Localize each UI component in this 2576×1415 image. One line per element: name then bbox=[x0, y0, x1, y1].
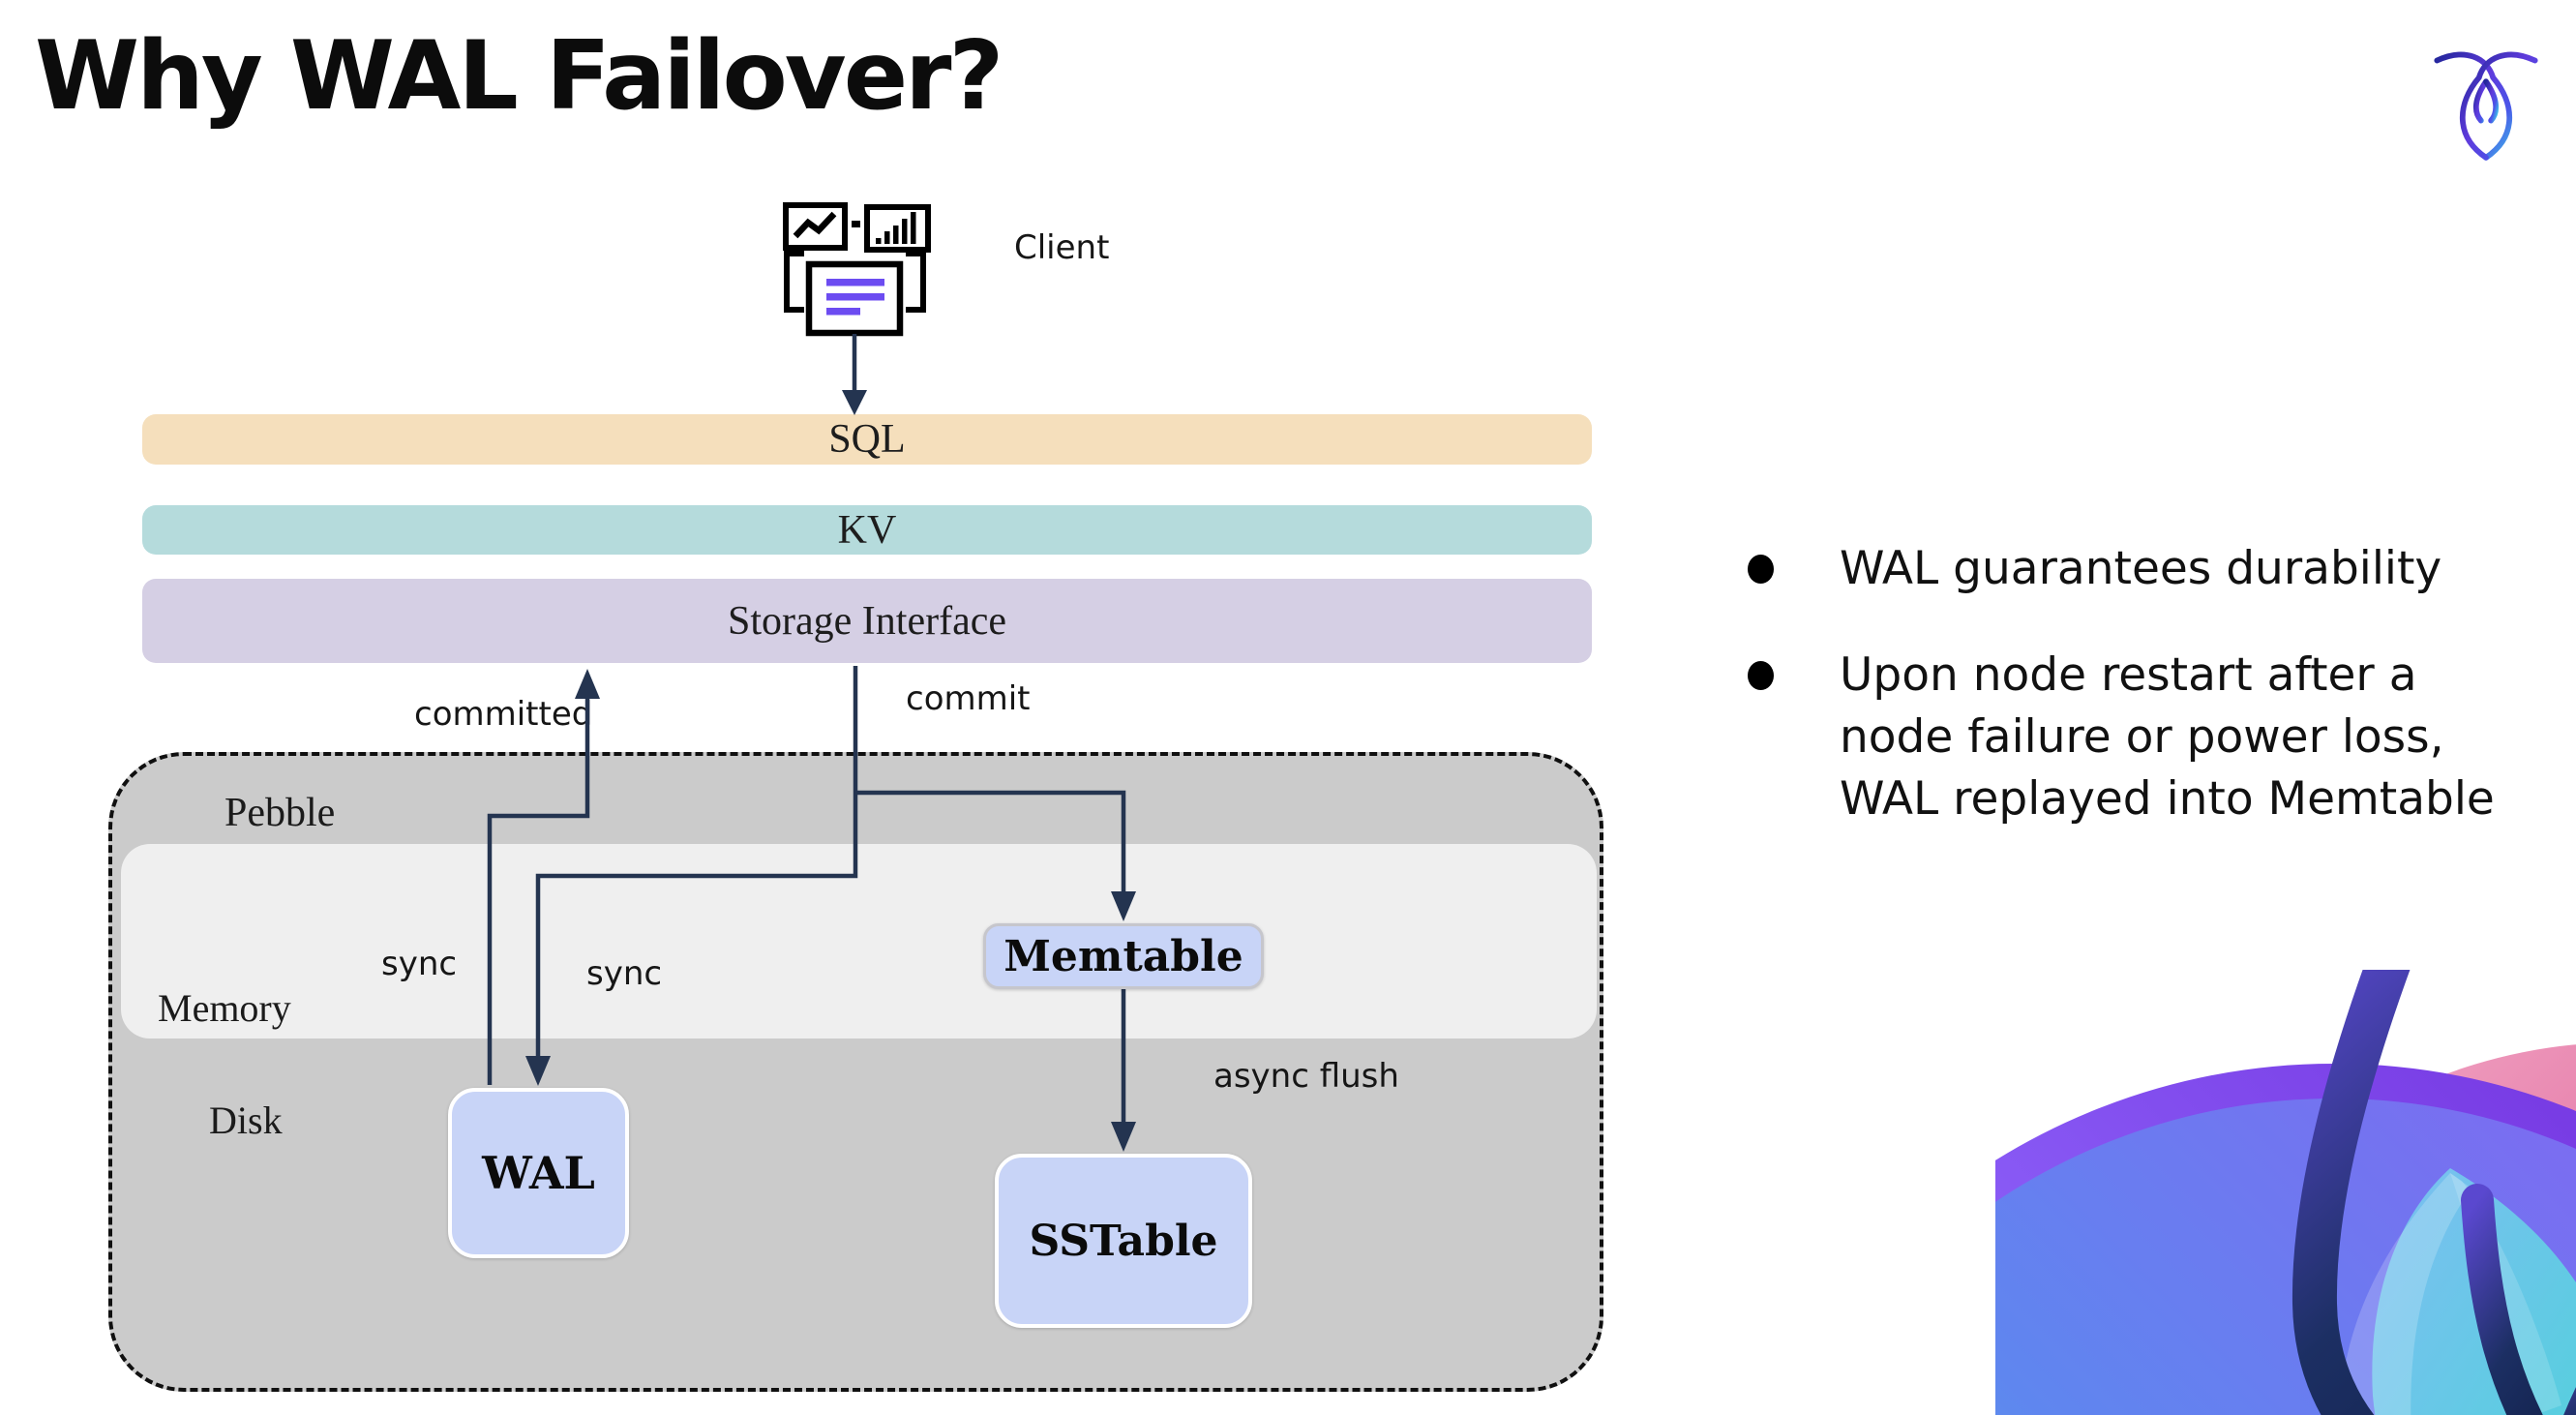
arrowhead bbox=[1111, 1122, 1136, 1152]
arrow-storage-to-memtable-commit bbox=[855, 790, 1126, 893]
layer-bar-sql-label: SQL bbox=[828, 417, 906, 462]
layer-bar-kv-label: KV bbox=[837, 507, 897, 553]
bullet-text: WAL guarantees durability bbox=[1840, 542, 2442, 595]
client-label: Client bbox=[1014, 228, 1110, 267]
bullet-list: WAL guarantees durability Upon node rest… bbox=[1748, 538, 2541, 875]
client-icon bbox=[783, 202, 931, 337]
node-memtable-label: Memtable bbox=[1003, 931, 1243, 981]
arrowhead bbox=[1111, 891, 1136, 921]
node-memtable: Memtable bbox=[983, 923, 1264, 989]
disk-label: Disk bbox=[209, 1099, 283, 1142]
node-sstable-label: SSTable bbox=[1029, 1216, 1218, 1266]
arrow-storage-to-wal-commit bbox=[535, 666, 858, 1058]
bar-chart-icon bbox=[864, 204, 931, 253]
pebble-label: Pebble bbox=[225, 791, 336, 835]
node-wal-label: WAL bbox=[482, 1147, 595, 1199]
edge-label-async-flush: async flush bbox=[1213, 1057, 1399, 1096]
memory-label: Memory bbox=[158, 986, 291, 1030]
cockroachdb-logo-icon bbox=[2434, 51, 2538, 161]
node-sstable: SSTable bbox=[995, 1154, 1252, 1328]
document-icon bbox=[784, 251, 926, 337]
line-chart-icon bbox=[783, 202, 848, 251]
page-title: Why WAL Failover? bbox=[35, 21, 1003, 132]
bullet-item: WAL guarantees durability bbox=[1748, 538, 2541, 600]
layer-bar-kv: KV bbox=[142, 505, 1592, 555]
layer-bar-storage-interface: Storage Interface bbox=[142, 579, 1592, 663]
layer-bar-sql: SQL bbox=[142, 414, 1592, 465]
edge-label-committed: committed bbox=[414, 695, 593, 734]
dash-connector bbox=[852, 221, 860, 227]
arrowhead bbox=[575, 669, 600, 699]
edge-label-sync-left: sync bbox=[381, 945, 458, 983]
arrow-wal-to-storage-committed bbox=[487, 693, 590, 1085]
arrowhead bbox=[525, 1056, 551, 1086]
memory-band bbox=[121, 844, 1597, 1039]
decorative-corner-art bbox=[1995, 970, 2576, 1415]
edge-label-commit: commit bbox=[906, 679, 1031, 718]
edge-label-sync-right: sync bbox=[586, 954, 663, 993]
bullet-text: Upon node restart after a node failure o… bbox=[1840, 648, 2495, 826]
bullet-dot bbox=[1748, 661, 1774, 690]
layer-bar-storage-interface-label: Storage Interface bbox=[728, 598, 1006, 644]
node-wal: WAL bbox=[448, 1088, 629, 1258]
bullet-dot bbox=[1748, 555, 1774, 584]
arrowhead bbox=[842, 390, 867, 415]
bullet-item: Upon node restart after a node failure o… bbox=[1748, 645, 2541, 830]
